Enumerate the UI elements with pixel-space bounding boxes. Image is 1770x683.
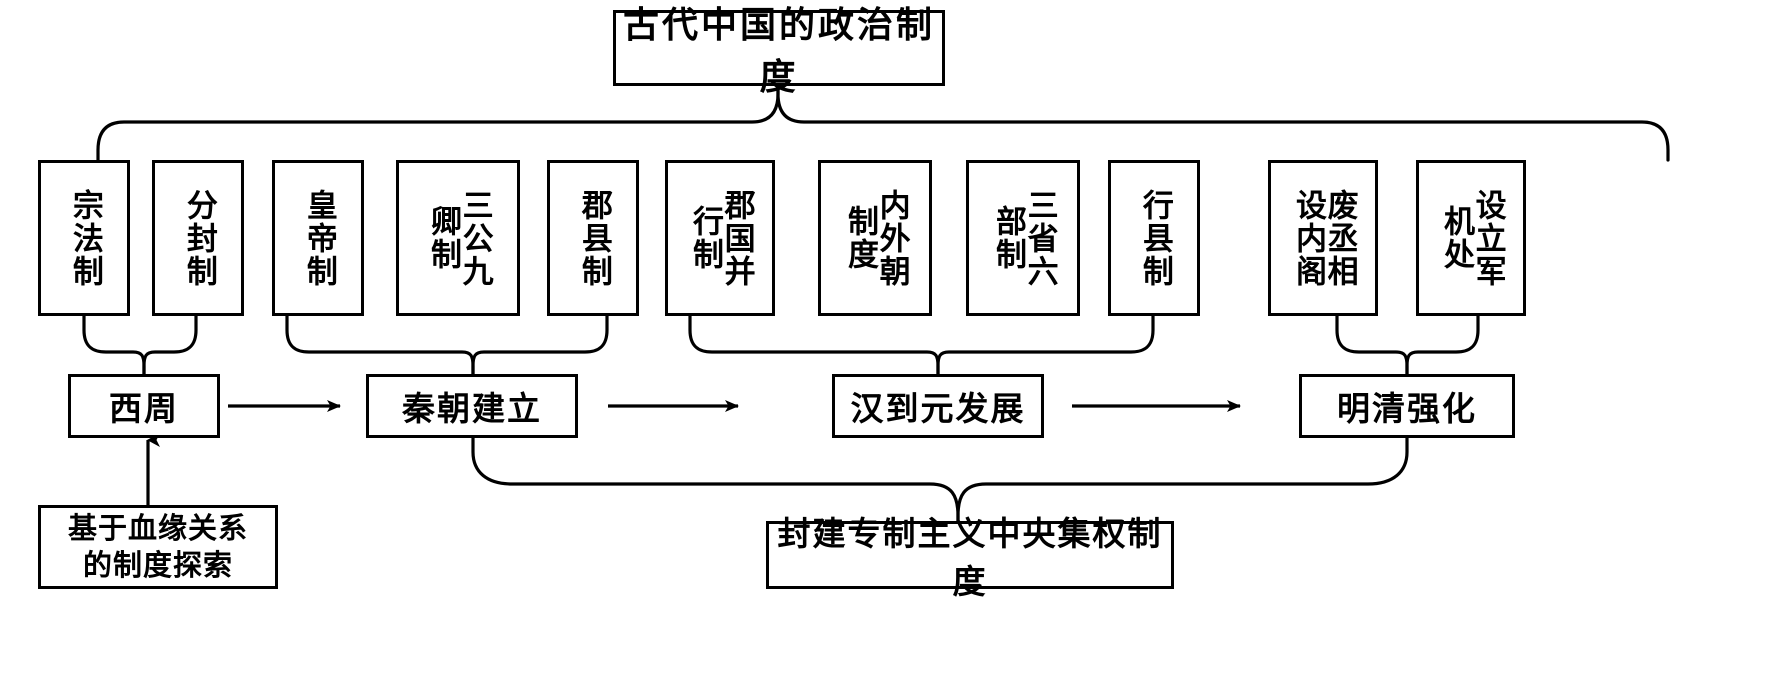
institution-box-xingxian[interactable]: 行县制 — [1108, 160, 1200, 316]
brace-group-hanyuan-right — [936, 314, 1155, 376]
institution-box-sansheng-liubu[interactable]: 三省六部制 — [966, 160, 1080, 316]
institution-box-neiwai-chao[interactable]: 内外朝制度 — [818, 160, 932, 316]
brace-group-mingqing-left — [1335, 314, 1409, 376]
brace-group-qin-right — [471, 314, 609, 376]
institution-label: 行县制 — [1136, 188, 1173, 288]
phase-box-xizhou[interactable]: 西周 — [68, 374, 220, 438]
institution-box-fei-chengxiang[interactable]: 废丞相设内阁 — [1268, 160, 1378, 316]
phase-label: 西周 — [109, 389, 179, 428]
institution-box-huangdi[interactable]: 皇帝制 — [272, 160, 364, 316]
institution-label: 宗法制 — [66, 188, 103, 288]
note-line-1: 基于血缘关系 — [67, 510, 248, 545]
phase-label: 明清强化 — [1337, 389, 1477, 428]
brace-group-xizhou — [82, 314, 146, 376]
institution-box-fenfeng[interactable]: 分封制 — [152, 160, 244, 316]
institution-label: 内外朝制度 — [842, 188, 910, 288]
institution-box-zongfa[interactable]: 宗法制 — [38, 160, 130, 316]
institution-label: 皇帝制 — [300, 188, 337, 288]
phase-box-hanyuan[interactable]: 汉到元发展 — [832, 374, 1044, 438]
institution-label: 分封制 — [180, 188, 217, 288]
institution-label: 郡县制 — [575, 188, 612, 288]
title-box[interactable]: 古代中国的政治制度 — [613, 4, 945, 98]
institution-label: 三省六部制 — [990, 188, 1058, 288]
brace-group-qin-left — [285, 314, 475, 376]
note-line-2: 的制度探索 — [82, 548, 233, 582]
phase-label: 汉到元发展 — [850, 389, 1026, 428]
phase-box-mingqing[interactable]: 明清强化 — [1299, 374, 1515, 438]
note-box-blood-relation[interactable]: 基于血缘关系 的制度探索 — [38, 505, 278, 589]
institution-label: 三公九卿制 — [425, 188, 493, 288]
institution-label: 设立军机处 — [1438, 188, 1506, 288]
institution-box-junguo-bingxing[interactable]: 郡国并行制 — [665, 160, 775, 316]
institution-box-junjichu[interactable]: 设立军机处 — [1416, 160, 1526, 316]
institution-box-sangong-jiuqing[interactable]: 三公九卿制 — [396, 160, 520, 316]
phase-label: 秦朝建立 — [402, 389, 542, 428]
summary-label: 封建专制主义中央集权制度 — [777, 514, 1163, 601]
institution-label: 废丞相设内阁 — [1290, 188, 1358, 288]
brace-group-xizhou-right — [142, 314, 198, 376]
summary-box-feudal-autocracy[interactable]: 封建专制主义中央集权制度 — [766, 514, 1174, 601]
title-label: 古代中国的政治制度 — [622, 4, 935, 98]
brace-group-hanyuan-left — [688, 314, 940, 376]
brace-group-mingqing-right — [1405, 314, 1480, 376]
institution-box-junxian[interactable]: 郡县制 — [547, 160, 639, 316]
phase-box-qin[interactable]: 秦朝建立 — [366, 374, 578, 438]
institution-label: 郡国并行制 — [687, 188, 755, 288]
